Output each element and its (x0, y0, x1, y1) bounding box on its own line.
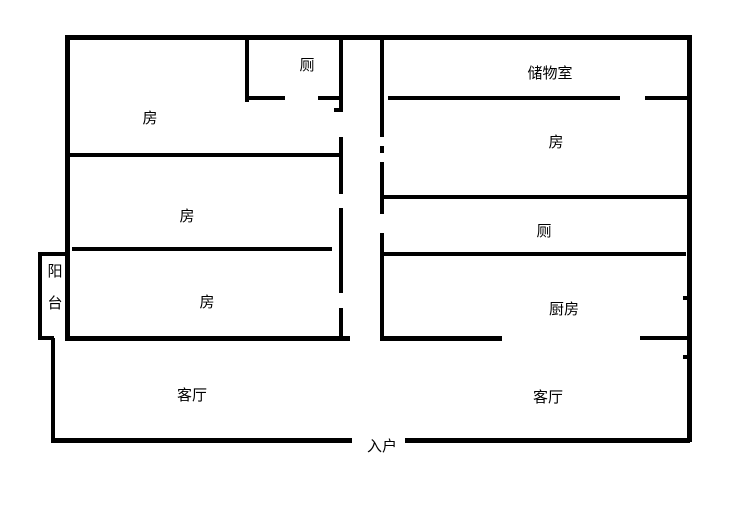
balcony-top (38, 252, 66, 256)
storage-bottom-dash-a (388, 96, 620, 100)
kitchen-bottom-b (640, 336, 690, 340)
room-label-10: 客厅 (532, 389, 564, 406)
wc-left-bottom-dash-a (248, 96, 285, 100)
room-label-0: 厕 (299, 57, 315, 74)
wc-left-corner-hook (334, 108, 343, 112)
corridor-right-seg-2 (380, 162, 384, 214)
room-label-4: 房 (179, 208, 195, 225)
corridor-left-seg-3 (339, 208, 343, 293)
left-divider-3 (65, 336, 350, 341)
room-label-2: 储物室 (527, 65, 573, 82)
room-label-5: 厕 (536, 223, 552, 240)
room-label-1: 房 (142, 110, 158, 127)
room-label-6: 阳台 (47, 263, 63, 312)
outer-bottom-wall-a (51, 438, 352, 443)
outer-left-wall (65, 35, 70, 340)
outer-bottom-wall-b (405, 438, 690, 443)
storage-bottom-dash-b (645, 96, 688, 100)
room-label-7: 房 (199, 294, 215, 311)
left-divider-2 (72, 247, 332, 251)
wc-left-wall (245, 36, 249, 102)
room-label-11: 入户 (366, 438, 398, 455)
corridor-right-seg-1 (380, 36, 384, 137)
room-label-3: 房 (548, 134, 564, 151)
room-label-9: 客厅 (176, 387, 208, 404)
corridor-left-seg-1 (339, 36, 343, 112)
balcony-left-wall (38, 252, 42, 340)
right-wall-tick-1 (683, 296, 687, 300)
right-divider-room-wc (382, 195, 690, 199)
corridor-right-seg-3 (380, 233, 384, 341)
corridor-left-seg-4 (339, 308, 343, 338)
corridor-left-seg-2 (339, 137, 343, 194)
balcony-bottom (38, 336, 54, 340)
wc-left-bottom-dash-b (318, 96, 343, 100)
room-label-8: 厨房 (548, 301, 580, 318)
corridor-right-dash (380, 146, 384, 153)
right-divider-wc-kitchen (382, 252, 686, 256)
outer-right-wall (687, 35, 692, 442)
right-wall-tick-2 (683, 355, 687, 359)
living-left-step-wall (51, 338, 55, 442)
left-divider-1 (69, 153, 341, 157)
outer-top-wall (65, 35, 692, 40)
kitchen-bottom-a (382, 336, 502, 341)
